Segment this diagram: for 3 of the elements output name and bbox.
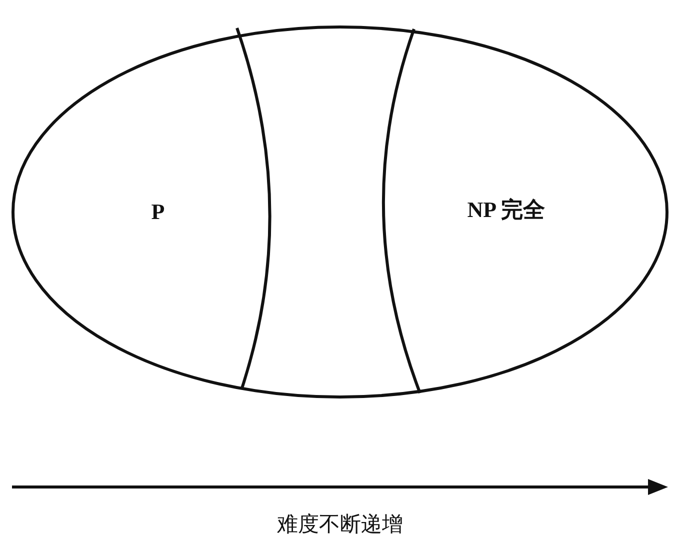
axis-caption: 难度不断递增 <box>277 511 403 538</box>
region-label: P <box>151 199 165 225</box>
region-label: NP 完全 <box>467 195 545 225</box>
